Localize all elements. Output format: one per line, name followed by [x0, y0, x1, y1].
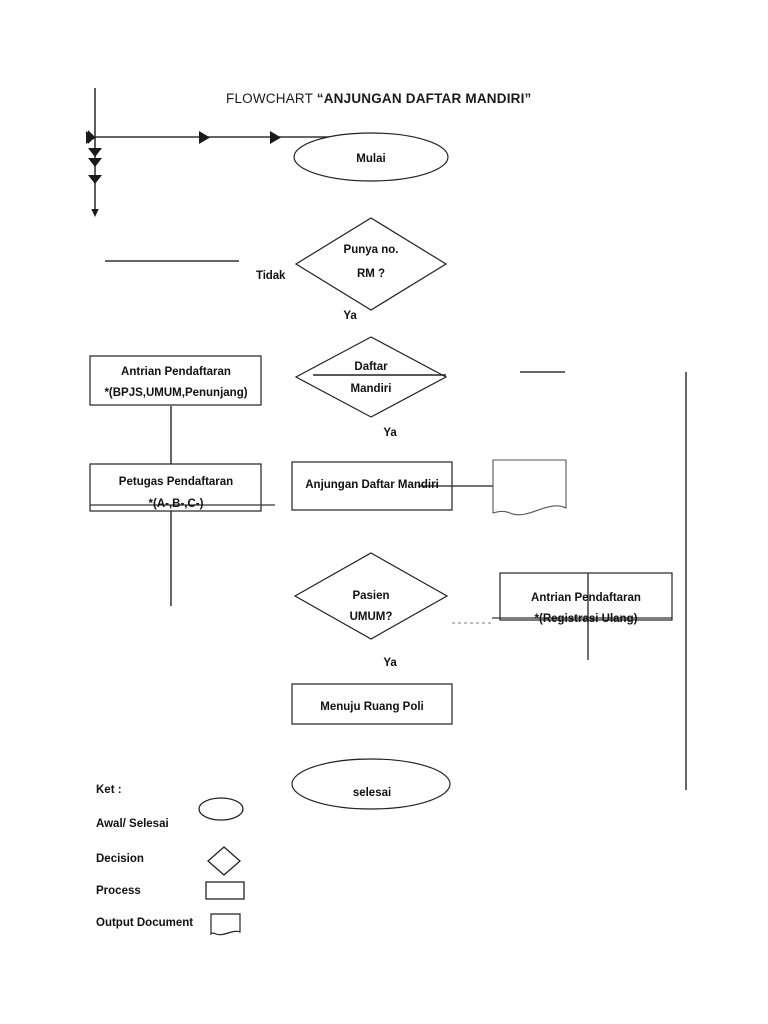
node-petugas-pendaftaran — [89, 463, 262, 512]
page-title-plain: FLOWCHART — [226, 91, 317, 106]
node-selesai-label: selesai — [352, 787, 392, 799]
node-punya-no-rm-line1: Punya no. — [343, 244, 399, 256]
node-pasien-umum-line2: UMUM? — [349, 611, 393, 623]
node-menuju-ruang-poli-label: Menuju Ruang Poli — [320, 701, 424, 713]
node-petugas-pendaftaran-line2: *(A-,B-,C-) — [148, 498, 204, 510]
page-title: FLOWCHART “ANJUNGAN DAFTAR MANDIRI” — [226, 91, 532, 106]
node-daftar-mandiri-line2: Mandiri — [350, 383, 392, 395]
legend-shape-diamond — [207, 846, 241, 876]
node-antrian-registrasi-line1: Antrian Pendaftaran — [531, 592, 641, 604]
node-mulai-label: Mulai — [356, 153, 386, 165]
node-petugas-pendaftaran-line1: Petugas Pendaftaran — [118, 476, 234, 488]
node-antrian-registrasi-ulang — [499, 572, 673, 621]
node-mulai — [293, 132, 449, 182]
legend-item-label-output-document: Output Document — [96, 917, 194, 929]
node-punya-no-rm-line2: RM ? — [356, 268, 386, 280]
node-anjungan-label: Anjungan Daftar Mandiri — [305, 479, 439, 491]
node-antrian-registrasi-line2: *(Registrasi Ulang) — [534, 613, 638, 625]
node-daftar-mandiri-line1: Daftar — [354, 361, 388, 373]
node-output-document — [492, 459, 567, 516]
node-antrian-pendaftaran — [89, 355, 262, 406]
edge-label-ya-rm: Ya — [343, 310, 357, 322]
legend-heading: Ket : — [96, 784, 122, 796]
legend-shape-rectangle — [205, 881, 245, 900]
legend-item-label-process: Process — [96, 885, 141, 897]
legend-item-label-awal-selesai: Awal/ Selesai — [96, 818, 169, 830]
node-menuju-ruang-poli — [291, 683, 453, 725]
node-antrian-pendaftaran-line2: *(BPJS,UMUM,Penunjang) — [104, 387, 248, 399]
edge-label-tidak: Tidak — [256, 270, 286, 282]
page-title-bold: “ANJUNGAN DAFTAR MANDIRI” — [316, 91, 532, 106]
legend-shape-document — [210, 913, 241, 936]
node-pasien-umum — [293, 552, 449, 640]
edge-label-ya-pasien: Ya — [383, 657, 397, 669]
node-daftar-mandiri — [294, 336, 448, 418]
node-antrian-pendaftaran-line1: Antrian Pendaftaran — [121, 366, 231, 378]
legend-item-label-decision: Decision — [96, 853, 144, 865]
node-punya-no-rm — [294, 217, 448, 311]
connector-left-stem — [88, 88, 102, 217]
edge-label-ya-daftar: Ya — [383, 427, 397, 439]
node-selesai — [291, 758, 451, 810]
legend-shape-ellipse — [198, 797, 244, 821]
node-pasien-umum-line1: Pasien — [352, 590, 390, 602]
